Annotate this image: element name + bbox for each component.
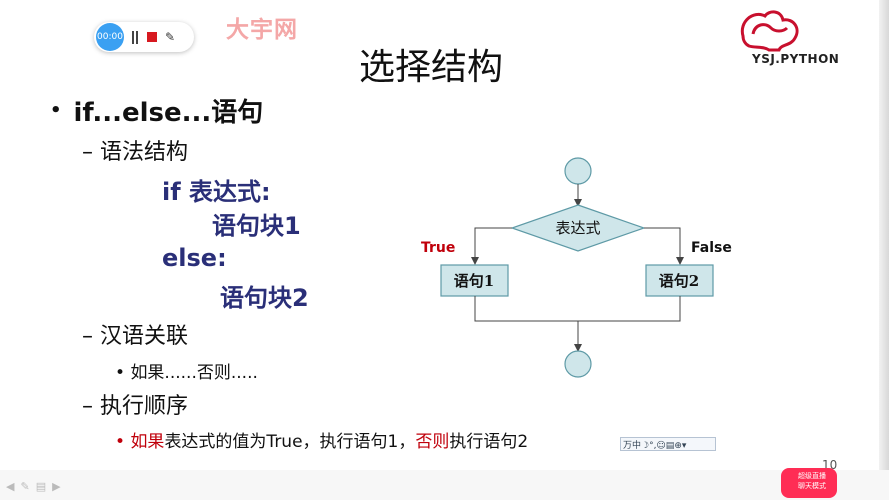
- stop-icon[interactable]: [147, 32, 157, 42]
- flow-line-true: [471, 227, 512, 265]
- scrollbar[interactable]: [879, 0, 889, 500]
- order-if: 如果: [130, 432, 165, 452]
- live-badge-line2: 聊天模式: [798, 482, 826, 490]
- menu-icon[interactable]: ▤: [35, 480, 53, 493]
- logo-mark-inner: [751, 23, 789, 35]
- stmt2-box: [645, 264, 714, 297]
- syntax-heading: – 语法结构: [82, 140, 188, 165]
- logo-text: YSJ.PYTHON: [752, 52, 840, 66]
- code-line-4: 语句块2: [220, 284, 309, 312]
- bullet-dot-icon: •: [50, 100, 62, 121]
- bullet-main: • if...else...语句: [50, 92, 263, 129]
- python-logo: [740, 10, 799, 52]
- chinese-heading: – 汉语关联: [82, 324, 188, 349]
- bottom-toolbar: [0, 470, 889, 500]
- chinese-item-text: 如果......否则.....: [130, 363, 258, 383]
- condition-diamond: [510, 204, 646, 252]
- pen-tool-icon[interactable]: ✎: [20, 480, 36, 493]
- live-badge-line1: 超级直播: [798, 472, 826, 480]
- more-icon[interactable]: ▶: [52, 480, 67, 493]
- bullet-dot-icon: •: [115, 432, 131, 452]
- true-label: True: [421, 240, 455, 256]
- order-item: • 如果表达式的值为True，执行语句1，否则执行语句2: [115, 427, 528, 452]
- screen-recorder-widget[interactable]: 00:00 ✎: [94, 22, 194, 52]
- end-node: [564, 350, 592, 378]
- flow-line-false: [644, 227, 684, 265]
- logo-mark: [740, 10, 799, 52]
- order-else-text: 执行语句2: [449, 432, 529, 452]
- order-then: 表达式的值为True，执行语句1，: [164, 432, 416, 452]
- start-node: [564, 157, 592, 185]
- code-line-1: if 表达式:: [162, 178, 271, 206]
- code-line-2: 语句块1: [212, 212, 301, 240]
- false-label: False: [691, 240, 732, 256]
- chinese-item: • 如果......否则.....: [115, 358, 258, 383]
- bullet-dot-icon: •: [115, 363, 131, 383]
- flow-line-merge: [474, 296, 681, 322]
- bullet-main-text: if...else...语句: [73, 98, 264, 128]
- code-line-3: else:: [162, 244, 227, 272]
- ime-toolbar[interactable]: 万中☽°,☺▤⊕▾: [620, 437, 716, 451]
- stmt1-box: [440, 264, 509, 297]
- watermark: 大宇网: [226, 17, 298, 43]
- stmt2-label: 语句2: [659, 272, 699, 290]
- live-badge-text[interactable]: 超级直播聊天模式: [798, 471, 826, 491]
- condition-label: 表达式: [555, 219, 600, 237]
- prev-icon[interactable]: ◀: [6, 480, 21, 493]
- live-badge[interactable]: [781, 468, 837, 498]
- pen-icon[interactable]: ✎: [165, 30, 176, 44]
- slide-title: 选择结构: [359, 47, 504, 88]
- order-else: 否则: [415, 432, 450, 452]
- presentation-tools[interactable]: ◀✎▤▶: [6, 480, 67, 493]
- pause-icon[interactable]: [132, 30, 138, 44]
- recording-timer[interactable]: 00:00: [96, 23, 124, 51]
- stmt1-label: 语句1: [454, 272, 494, 290]
- order-heading: – 执行顺序: [82, 394, 188, 419]
